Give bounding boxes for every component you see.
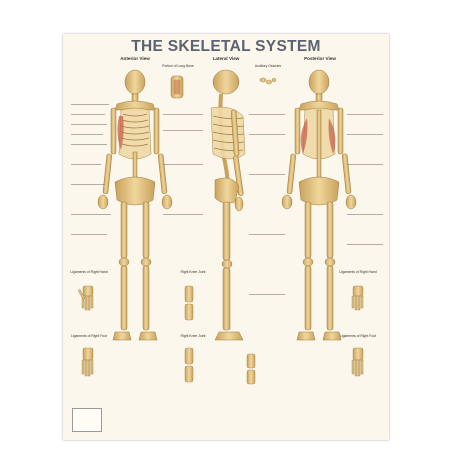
- knee-anterior-inset-label: Right Knee Joint: [180, 270, 206, 274]
- hand-ligaments-right-inset-label: Ligaments of Right Hand: [339, 270, 377, 274]
- label-lines: [347, 164, 383, 166]
- anterior-skeleton: [97, 69, 173, 341]
- label-lines: [71, 164, 101, 166]
- skeletal-poster: THE SKELETAL SYSTEM Anterior View Latera…: [63, 34, 389, 440]
- posterior-muscle-detail-left: [300, 118, 308, 154]
- hand-ligaments-inset-label: Ligaments of Right Hand: [70, 270, 108, 274]
- knee-inset-posterior: [184, 347, 194, 383]
- label-lines: [71, 144, 107, 146]
- label-lines: [347, 214, 383, 216]
- lateral-detail-insets: [246, 353, 256, 385]
- posterior-skeleton: [281, 69, 357, 341]
- label-lines: [347, 114, 383, 116]
- foot-inset-right: [351, 347, 364, 377]
- label-lines: [71, 114, 105, 116]
- anterior-muscle-detail: [117, 116, 124, 150]
- label-lines: [249, 294, 285, 296]
- label-lines: [71, 134, 103, 136]
- label-lines: [163, 130, 203, 132]
- foot-inset-left: [81, 347, 94, 377]
- auditory-ossicles-inset: [259, 77, 277, 85]
- lateral-skeleton: [210, 69, 246, 341]
- label-lines: [249, 174, 285, 176]
- hand-inset-left: [77, 285, 94, 311]
- label-lines: [249, 134, 285, 136]
- label-lines: [71, 124, 107, 126]
- long-bone-inset-label: Portion of Long Bone: [162, 64, 194, 68]
- auditory-inset-label: Auditory Ossicles: [254, 64, 282, 68]
- anterior-view-label: Anterior View: [120, 56, 150, 61]
- label-lines: [71, 214, 111, 216]
- knee-posterior-inset-label: Right Knee Joint: [180, 334, 206, 338]
- label-lines: [71, 104, 109, 106]
- posterior-view-label: Posterior View: [304, 56, 336, 61]
- label-lines: [249, 234, 285, 236]
- label-lines: [347, 244, 383, 246]
- hand-inset-right: [351, 285, 364, 311]
- lateral-view-label: Lateral View: [212, 56, 240, 61]
- long-bone-inset: [170, 75, 184, 99]
- label-lines: [71, 184, 105, 186]
- posterior-muscle-detail: [328, 118, 336, 154]
- label-lines: [71, 234, 107, 236]
- label-lines: [163, 214, 203, 216]
- label-lines: [163, 164, 203, 166]
- label-lines: [249, 114, 285, 116]
- knee-inset-anterior: [184, 285, 194, 321]
- foot-ligaments-inset-label: Ligaments of Right Foot: [71, 334, 107, 338]
- label-lines: [347, 134, 383, 136]
- poster-title: THE SKELETAL SYSTEM: [131, 38, 321, 55]
- skeleton-illustrations: [77, 69, 364, 385]
- label-lines: [163, 114, 203, 116]
- key-abbreviations-box: [72, 408, 102, 432]
- foot-ligaments-right-inset-label: Ligaments of Right Foot: [340, 334, 376, 338]
